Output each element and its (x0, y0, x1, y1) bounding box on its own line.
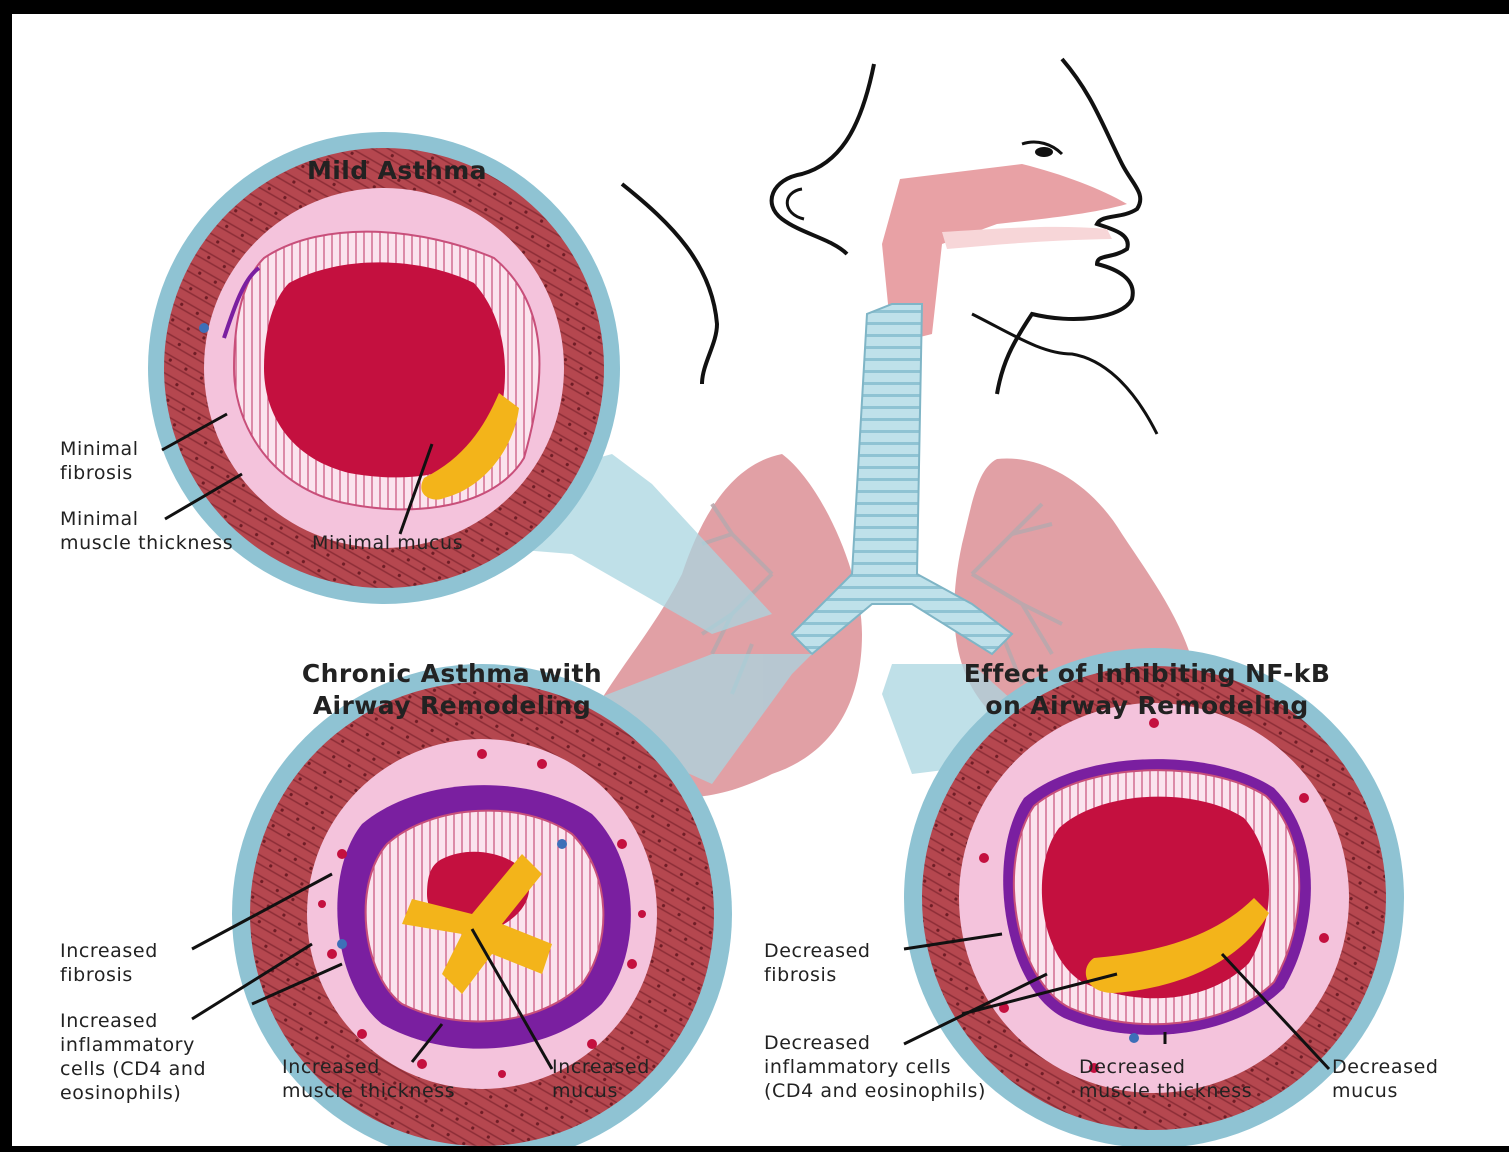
label-decreased-mucus: Decreased mucus (1332, 1055, 1439, 1103)
title-chronic-asthma: Chronic Asthma with Airway Remodeling (252, 658, 652, 722)
label-decreased-inflammatory-cells: Decreased inflammatory cells (CD4 and eo… (764, 1031, 986, 1103)
label-decreased-muscle: Decreased muscle thickness (1079, 1055, 1252, 1103)
label-increased-muscle: Increased muscle thickness (282, 1055, 455, 1103)
label-decreased-fibrosis: Decreased fibrosis (764, 939, 871, 987)
label-increased-mucus: Increased mucus (552, 1055, 650, 1103)
label-minimal-fibrosis: Minimal fibrosis (60, 437, 139, 485)
label-increased-inflammatory-cells: Increased inflammatory cells (CD4 and eo… (60, 1009, 206, 1105)
diagram-frame: Mild Asthma Chronic Asthma with Airway R… (12, 14, 1509, 1146)
title-mild-asthma: Mild Asthma (262, 155, 532, 187)
label-minimal-mucus: Minimal mucus (312, 531, 463, 555)
label-minimal-muscle: Minimal muscle thickness (60, 507, 233, 555)
title-nfkb-effect: Effect of Inhibiting NF-kB on Airway Rem… (912, 658, 1382, 722)
illustration (12, 14, 1509, 1146)
label-increased-fibrosis: Increased fibrosis (60, 939, 158, 987)
